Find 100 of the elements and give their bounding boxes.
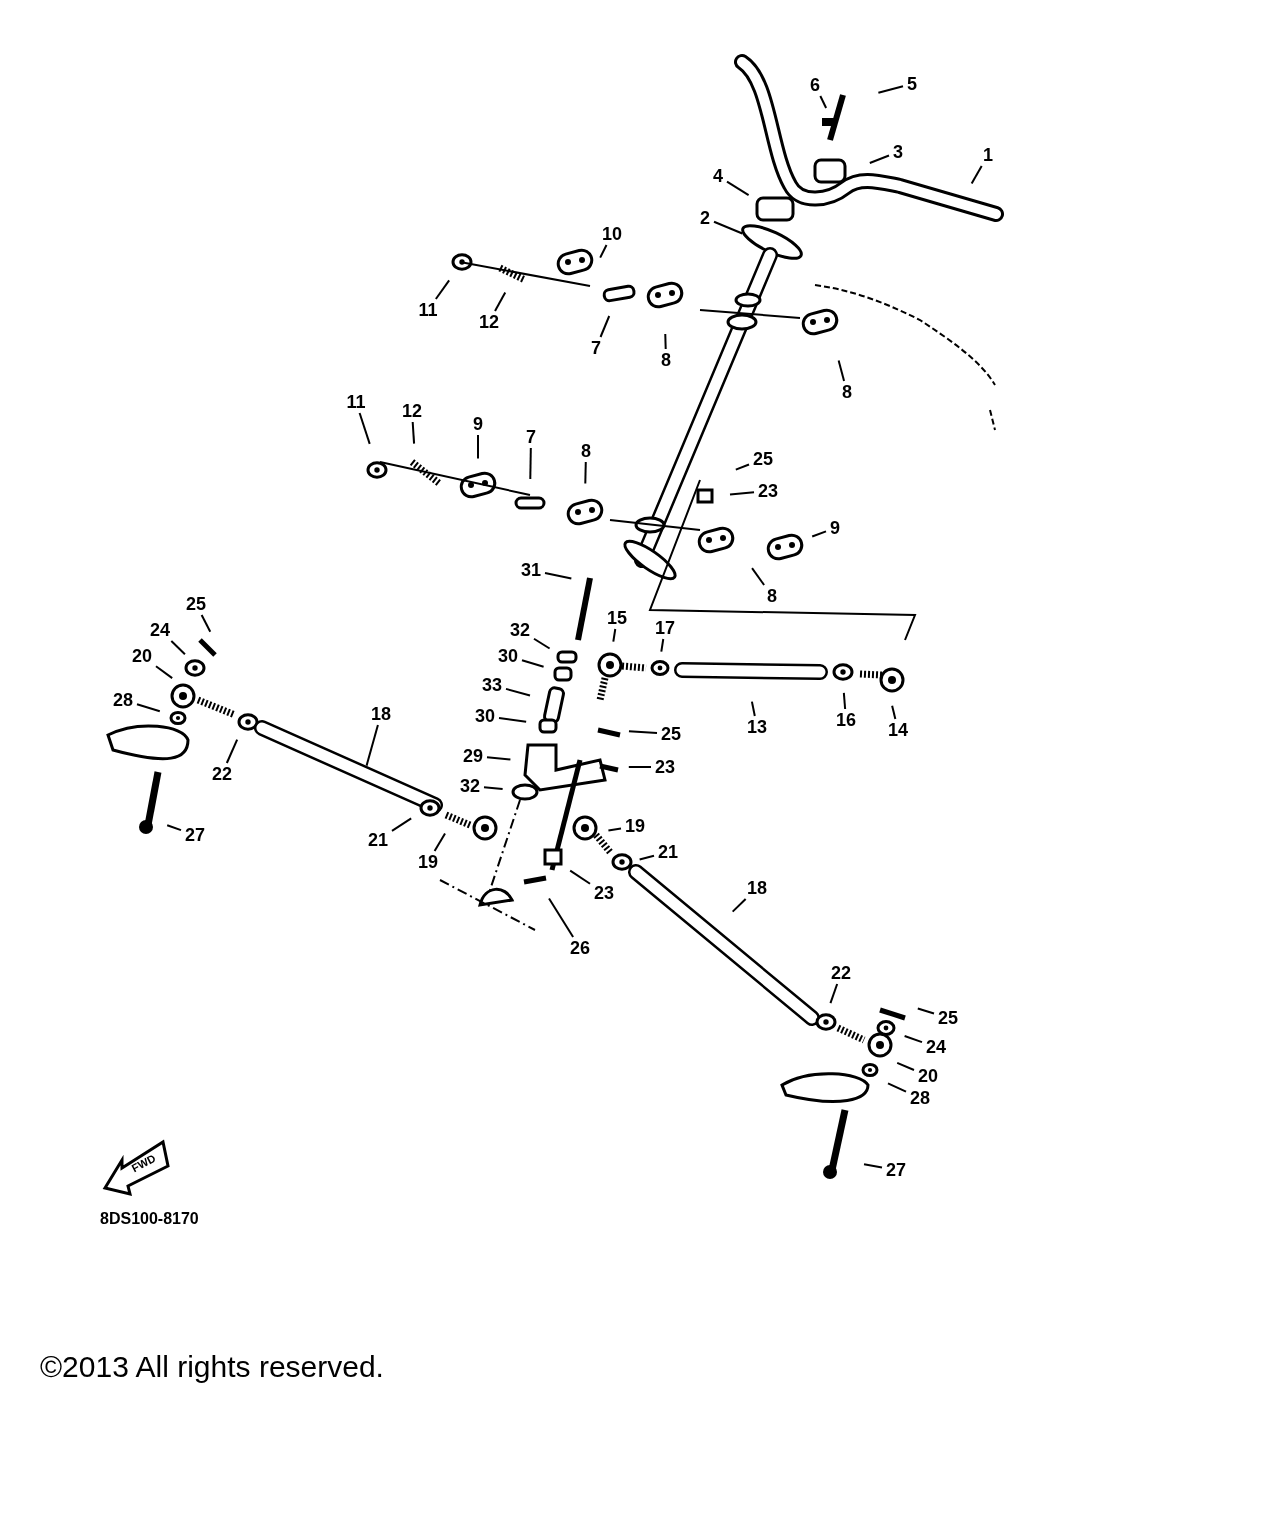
callout-number: 19 [625,816,645,836]
leader-line [599,315,611,338]
callout-number: 16 [836,710,856,730]
callout-number: 23 [594,883,614,903]
callout-number: 20 [918,1066,938,1086]
leader-line [433,832,447,852]
callout-number: 7 [591,338,601,358]
callout-number: 12 [402,401,422,421]
leader-line [896,1061,915,1071]
leader-line [842,691,847,710]
callout-number: 27 [185,825,205,845]
callout-number: 28 [910,1088,930,1108]
callout-number: 19 [418,852,438,872]
callout-number: 15 [607,608,627,628]
leader-line [660,638,665,653]
callout-number: 25 [753,449,773,469]
leader-line [391,817,413,832]
callout-number: 32 [510,620,530,640]
callout-number: 25 [938,1008,958,1028]
callout-number: 25 [661,724,681,744]
callout-number: 25 [186,594,206,614]
leader-line [868,154,890,164]
callout-number: 23 [655,757,675,777]
callout-number: 22 [831,963,851,983]
callout-number: 22 [212,764,232,784]
copyright-note: ©2013 All rights reserved. [40,1350,384,1384]
leader-line [726,180,750,197]
callout-number: 28 [113,690,133,710]
callout-number: 32 [460,776,480,796]
callout-number: 1 [983,145,993,165]
leader-line [607,827,622,832]
leader-line [498,716,528,723]
callout-number: 31 [521,560,541,580]
leader-line [365,724,379,767]
callout-number: 23 [758,481,778,501]
leader-line [494,291,507,312]
callout-number: 6 [810,75,820,95]
callout-number: 8 [842,382,852,402]
leader-line [734,463,750,471]
callout-number: 20 [132,646,152,666]
leader-line [477,434,479,460]
leader-line [411,421,416,445]
leader-line [599,244,608,259]
callout-number: 26 [570,938,590,958]
leader-line [638,854,655,861]
leader-line [155,665,174,680]
leader-line [170,640,186,656]
callout-number: 30 [475,706,495,726]
callout-number: 7 [526,427,536,447]
callout-number: 18 [747,878,767,898]
callout-number: 10 [602,224,622,244]
leader-line [750,700,756,717]
leader-line [569,869,591,885]
leader-line [521,659,545,668]
leader-line [529,447,532,480]
leader-line [731,898,747,913]
callout-number: 18 [371,704,391,724]
callout-number: 11 [346,392,366,412]
callout-number: 30 [498,646,518,666]
drawing-number: 8DS100-8170 [100,1210,199,1228]
leader-line [200,614,212,633]
leader-line [837,359,846,382]
leader-line [358,412,371,445]
leader-line [612,628,617,643]
leader-line [863,1163,883,1169]
leader-line [970,165,983,185]
leader-line [891,704,897,720]
callout-number: 24 [926,1037,946,1057]
callout-number: 21 [368,830,388,850]
leader-line [627,730,658,735]
leader-line [664,333,667,350]
leader-line [877,85,904,94]
leader-line [166,824,182,832]
callout-number: 9 [473,414,483,434]
leader-line [483,786,504,790]
callout-number: 5 [907,74,917,94]
leader-line [713,220,744,235]
callout-number: 8 [661,350,671,370]
leader-line [486,756,512,761]
direction-text: FWD [129,1151,158,1175]
callout-number: 14 [888,720,908,740]
callout-number: 24 [150,620,170,640]
leader-line [903,1035,923,1044]
leader-line [548,897,575,938]
leader-line [751,567,766,586]
callout-number: 13 [747,717,767,737]
leader-line [225,738,239,764]
callout-number: 17 [655,618,675,638]
callout-number: 2 [700,208,710,228]
callout-number: 3 [893,142,903,162]
leader-line [729,491,755,496]
leader-line [136,703,161,713]
leader-line [584,461,587,485]
callout-number: 12 [479,312,499,332]
leader-line [505,687,531,697]
leader-line [887,1082,907,1093]
callout-number: 29 [463,746,483,766]
callout-number: 8 [767,586,777,606]
callout-number: 11 [418,300,438,320]
leader-line [544,571,573,580]
